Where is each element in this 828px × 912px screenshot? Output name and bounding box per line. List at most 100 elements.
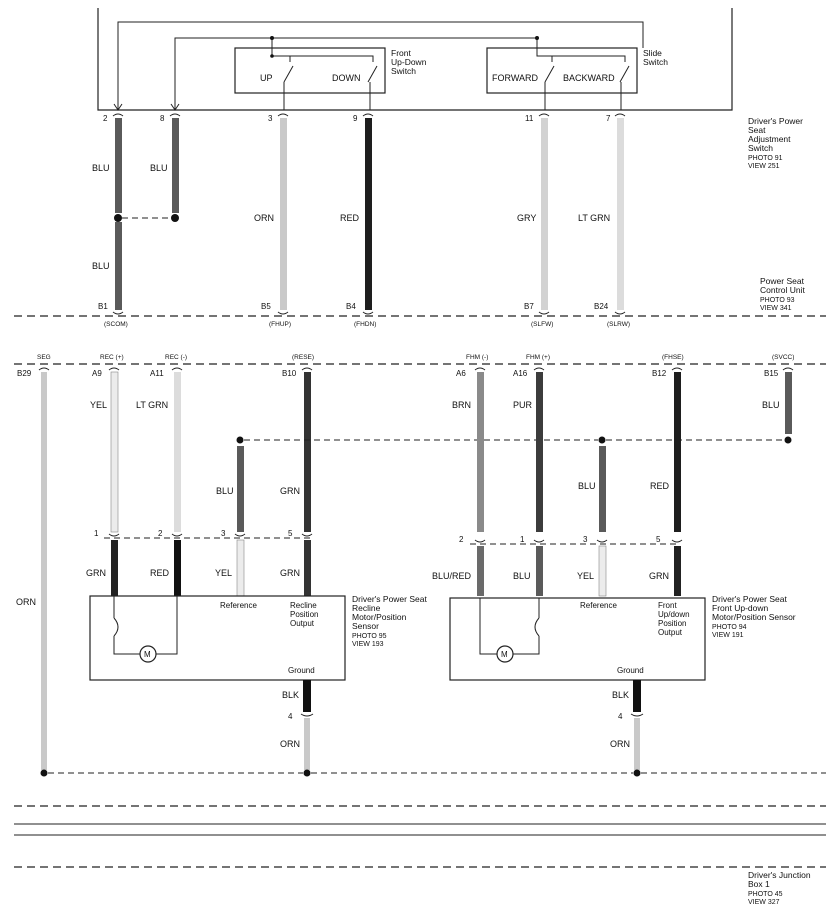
- recline-ground-color-upper: BLK: [282, 690, 299, 700]
- front-motor-label: M: [501, 650, 508, 659]
- front-ground-blk: [633, 680, 641, 712]
- wire-ltgrn-a11: [174, 372, 181, 532]
- adjust-switch-title-1: Driver's Power: [748, 116, 803, 126]
- recline-title-4: Sensor: [352, 621, 379, 631]
- ecu-pin-b12: B12: [652, 369, 667, 378]
- junction-box-title-2: Box 1: [748, 879, 770, 889]
- wire-color-pin8: BLU: [150, 163, 168, 173]
- ecu-signal-slrw: (SLRW): [607, 321, 630, 328]
- ecu-pin-b5: B5: [261, 302, 271, 311]
- signal-svcc: (SVCC): [772, 354, 794, 361]
- front-pin-5: 5: [656, 535, 661, 544]
- wire-color-b29: ORN: [16, 597, 36, 607]
- adjust-switch-view: VIEW 251: [748, 163, 780, 170]
- recline-wire-grn-1: [111, 540, 118, 596]
- wire-brn-a6: [477, 372, 484, 532]
- adjust-switch-title-3: Adjustment: [748, 134, 791, 144]
- wire-color-recline-ref: BLU: [216, 486, 234, 496]
- signal-rec-minus: REC (-): [165, 354, 187, 361]
- front-output-4: Output: [658, 628, 683, 637]
- lower-wires: B29 ORN A9 YEL A11 LT GRN B10 GRN BLU A6…: [16, 367, 794, 777]
- ecu-signal-fhup: (FHUP): [269, 321, 291, 328]
- recline-ground-blk: [303, 680, 311, 712]
- recline-reference-label: Reference: [220, 601, 257, 610]
- recline-wire-grn-5: [304, 540, 311, 596]
- recline-view: VIEW 193: [352, 641, 384, 648]
- wire-red-pin9: [365, 118, 372, 310]
- recline-ground-label: Ground: [288, 666, 315, 675]
- adjust-switch-photo: PHOTO 91: [748, 155, 783, 162]
- front-title-3: Motor/Position Sensor: [712, 612, 796, 622]
- front-output-1: Front: [658, 601, 677, 610]
- switch-pin-9: 9: [353, 114, 358, 123]
- wire-orn-b29: [41, 372, 47, 770]
- signal-rec-plus: REC (+): [100, 354, 124, 361]
- wire-color-pin2-lower: BLU: [92, 261, 110, 271]
- recline-title-2: Recline: [352, 603, 381, 613]
- ecu-signal-fhdn: (FHDN): [354, 321, 376, 328]
- wire-color-a9: YEL: [90, 400, 107, 410]
- wire-color-pin7: LT GRN: [578, 213, 610, 223]
- recline-pin-2: 2: [158, 529, 163, 538]
- ecu-pin-a11: A11: [150, 369, 164, 378]
- wire-grn-b10: [304, 372, 311, 532]
- wire-ltgrn-pin7: [617, 118, 624, 310]
- ecu-pin-a6: A6: [456, 369, 466, 378]
- slide-switch-title-2: Switch: [643, 57, 668, 67]
- slide-switch-title-1: Slide: [643, 48, 662, 58]
- front-ground-color-lower: ORN: [610, 739, 630, 749]
- front-color-1: BLU: [513, 571, 531, 581]
- adjust-switch-title-4: Switch: [748, 143, 773, 153]
- wire-blu-pin8: [172, 118, 179, 213]
- signal-seg: SEG: [37, 354, 51, 361]
- control-unit-title-1: Power Seat: [760, 276, 805, 286]
- ecu-signal-scom: (SCOM): [104, 321, 128, 328]
- ecu-pin-a16: A16: [513, 369, 528, 378]
- front-reference-label: Reference: [580, 601, 617, 610]
- front-wire-blu-1: [536, 546, 543, 596]
- recline-pin-1: 1: [94, 529, 99, 538]
- wire-blu-b15: [785, 372, 792, 434]
- front-wire-blured-2: [477, 546, 484, 596]
- front-ground-orn: [634, 718, 640, 770]
- control-unit-photo: PHOTO 93: [760, 297, 795, 304]
- wire-color-pin2-upper: BLU: [92, 163, 110, 173]
- upper-wires: 2 BLU BLU B1 (SCOM) 8 BLU 3 ORN B5 (FHUP…: [92, 113, 630, 328]
- ecu-pin-b15: B15: [764, 369, 779, 378]
- recline-color-3: YEL: [215, 568, 232, 578]
- front-output-2: Up/down: [658, 610, 690, 619]
- front-view: VIEW 191: [712, 632, 744, 639]
- junction-box-title-1: Driver's Junction: [748, 870, 811, 880]
- updown-switch-title-2: Up-Down: [391, 57, 427, 67]
- wire-color-b10: GRN: [280, 486, 300, 496]
- signal-fhm-plus: FHM (+): [526, 354, 550, 361]
- wire-color-pin11: GRY: [517, 213, 536, 223]
- wire-blu-pin2-upper: [115, 118, 122, 213]
- front-ground-label: Ground: [617, 666, 644, 675]
- ecu-pin-b7: B7: [524, 302, 534, 311]
- switch-pin-7: 7: [606, 114, 611, 123]
- adjust-switch-title-2: Seat: [748, 125, 766, 135]
- updown-switch-title-1: Front: [391, 48, 411, 58]
- wire-gry-pin11: [541, 118, 548, 310]
- forward-label: FORWARD: [492, 73, 538, 83]
- front-ground-color-upper: BLK: [612, 690, 629, 700]
- recline-motor-label: M: [144, 650, 151, 659]
- recline-color-5: GRN: [280, 568, 300, 578]
- wire-blu-pin2-lower: [115, 222, 122, 310]
- wire-blu-front-ref: [599, 446, 606, 532]
- wire-color-a11: LT GRN: [136, 400, 168, 410]
- front-pin-2: 2: [459, 535, 464, 544]
- signal-rese: (RESE): [292, 354, 314, 361]
- front-wire-yel-3: [598, 545, 607, 597]
- junction-box-view: VIEW 327: [748, 899, 780, 906]
- recline-ground-orn: [304, 718, 310, 770]
- switch-pin-3: 3: [268, 114, 273, 123]
- signal-fhm-minus: FHM (-): [466, 354, 488, 361]
- recline-motor-symbol: [139, 645, 157, 663]
- control-unit-title-2: Control Unit: [760, 285, 806, 295]
- recline-output-3: Output: [290, 619, 315, 628]
- wire-color-a16: PUR: [513, 400, 533, 410]
- wire-color-b12: RED: [650, 481, 670, 491]
- down-label: DOWN: [332, 73, 361, 83]
